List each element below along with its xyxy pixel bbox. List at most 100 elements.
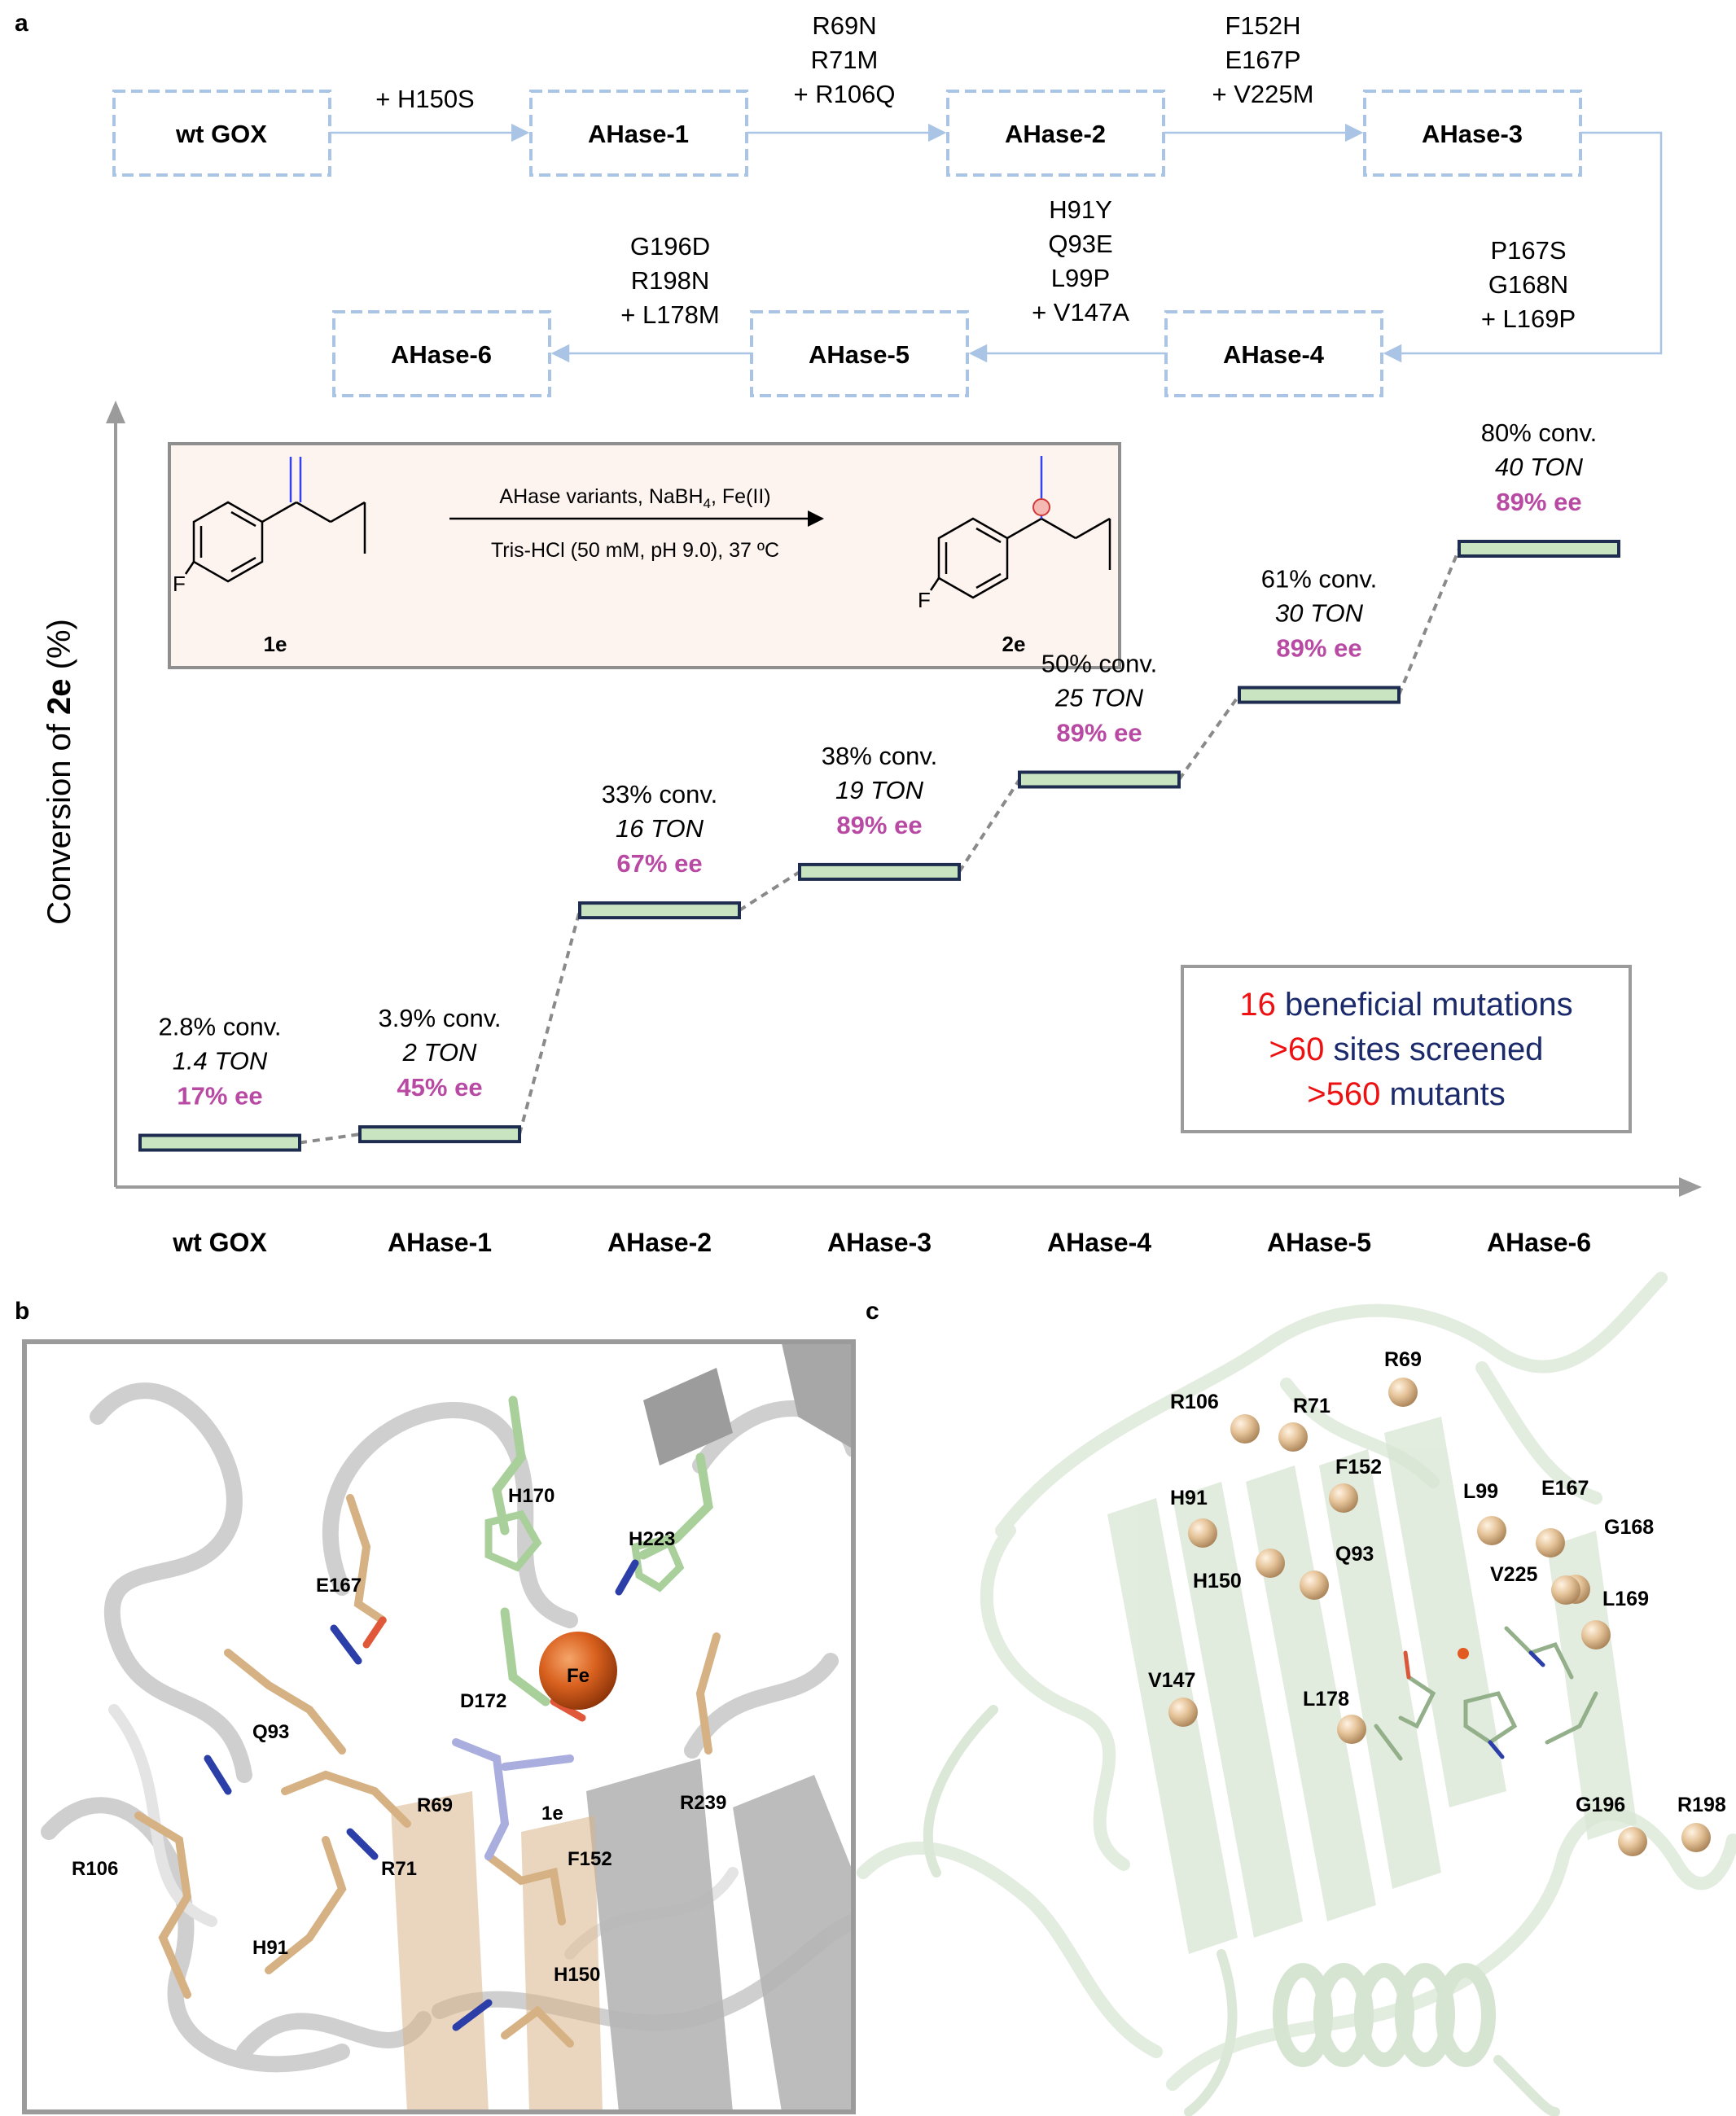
mutation-label: + V147A	[1032, 298, 1129, 326]
pathway-node-ahase-6: AHase-6	[332, 310, 551, 397]
pathway: wt GOX AHase-1 AHase-2 AHase-3 AHase-4 A…	[112, 11, 1663, 397]
x-tick-label: AHase-5	[1267, 1228, 1371, 1257]
residue-label-r71: R71	[381, 1858, 417, 1880]
site-label-r69: R69	[1384, 1348, 1422, 1371]
site-bead	[1188, 1518, 1217, 1548]
trend-connector	[1177, 694, 1241, 781]
site-bead	[1329, 1483, 1358, 1513]
residue-label-d172: D172	[460, 1690, 506, 1712]
mutation-sites	[1168, 1378, 1711, 1856]
trend-connector	[299, 1132, 361, 1145]
pathway-node-ahase-1: AHase-1	[529, 90, 748, 177]
mutation-label: L99P	[1051, 264, 1110, 292]
mutation-label: R71M	[811, 46, 879, 74]
pathway-node-ahase-5: AHase-5	[750, 310, 969, 397]
site-label-l178: L178	[1303, 1688, 1349, 1711]
product-label: 2e	[1002, 632, 1026, 656]
chart-axes	[106, 401, 1702, 1197]
mutation-label: + L178M	[620, 300, 720, 329]
mutation-label: P167S	[1490, 236, 1566, 265]
ton-label: 40 TON	[1495, 453, 1584, 481]
panel-c-letter: c	[866, 1298, 879, 1325]
trend-connector	[518, 909, 581, 1135]
fluorine-label: F	[173, 572, 186, 596]
step-5-mutations: H91Y Q93E L99P + V147A	[1032, 195, 1129, 326]
pathway-node-ahase-4: AHase-4	[1164, 310, 1383, 397]
fluorine-label: F	[918, 588, 931, 612]
pathway-node-label: wt GOX	[175, 120, 267, 148]
residue-label-h91: H91	[252, 1937, 288, 1959]
site-bead	[1581, 1620, 1611, 1649]
site-bead	[1278, 1422, 1308, 1452]
site-label-r106: R106	[1170, 1391, 1219, 1413]
ton-label: 25 TON	[1054, 684, 1144, 712]
ee-label: 89% ee	[836, 811, 922, 839]
conversion-bar	[358, 1125, 521, 1144]
pathway-node-label: AHase-3	[1422, 120, 1523, 148]
fe-label: Fe	[567, 1665, 590, 1687]
mutation-label: E167P	[1225, 46, 1300, 74]
summary-line-mutants: >560 mutants	[1307, 1076, 1506, 1112]
step-4-mutations: P167S G168N + L169P	[1481, 236, 1576, 333]
site-label-g168: G168	[1604, 1516, 1654, 1539]
ton-label: 1.4 TON	[173, 1047, 268, 1076]
residue-label-h170: H170	[508, 1485, 555, 1507]
site-bead	[1337, 1715, 1366, 1744]
site-label-v147: V147	[1148, 1669, 1195, 1692]
trend-connector	[1397, 548, 1461, 696]
ee-label: 89% ee	[1056, 719, 1142, 747]
mutation-label: Q93E	[1048, 230, 1112, 258]
mutation-label: + R106Q	[794, 80, 896, 108]
panel-a-letter: a	[15, 10, 28, 37]
ton-label: 2 TON	[402, 1038, 477, 1067]
step-6-mutations: G196D R198N + L178M	[620, 232, 720, 329]
step-1-mutations: + H150S	[375, 85, 475, 113]
conversion-bar	[1018, 770, 1181, 789]
ligand-label-1e: 1e	[541, 1803, 563, 1825]
conversion-bar	[578, 901, 741, 920]
residue-label-h150: H150	[554, 1964, 600, 1986]
site-bead	[1477, 1516, 1506, 1545]
site-bead	[1388, 1378, 1418, 1407]
site-label-h91: H91	[1170, 1487, 1208, 1509]
summary-box: 16 beneficial mutations >60 sites screen…	[1181, 965, 1632, 1133]
product-structure	[929, 456, 1111, 599]
ton-label: 30 TON	[1275, 599, 1364, 628]
active-site-structure: H170 H223 E167 Fe D172 Q93 R69 R239 1e R…	[22, 1339, 856, 2114]
pathway-node-ahase-2: AHase-2	[946, 90, 1165, 177]
pathway-node-wt-gox: wt GOX	[112, 90, 331, 177]
conversion-label: 50% conv.	[1041, 650, 1157, 678]
site-label-l99: L99	[1463, 1480, 1498, 1503]
trend-connector	[958, 778, 1021, 873]
site-label-g196: G196	[1576, 1794, 1625, 1816]
ton-label: 16 TON	[616, 814, 704, 843]
site-label-f152: F152	[1335, 1456, 1382, 1479]
step-3-mutations: F152H E167P + V225M	[1212, 11, 1314, 108]
mutation-label: + H150S	[375, 85, 475, 113]
residue-label-r239: R239	[680, 1792, 726, 1814]
conversion-label: 2.8% conv.	[158, 1013, 281, 1041]
site-label-h150: H150	[1193, 1570, 1242, 1592]
x-tick-label: AHase-6	[1487, 1228, 1591, 1257]
site-label-r71: R71	[1293, 1395, 1330, 1417]
residue-label-q93: Q93	[252, 1721, 289, 1743]
pathway-node-label: AHase-6	[391, 340, 492, 369]
site-bead	[1551, 1575, 1580, 1605]
residue-label-f152: F152	[568, 1848, 612, 1870]
mutation-label: G168N	[1488, 270, 1568, 299]
ee-label: 45% ee	[397, 1073, 482, 1102]
summary-line-sites: >60 sites screened	[1269, 1032, 1544, 1067]
site-label-v225: V225	[1490, 1563, 1537, 1586]
site-bead	[1168, 1698, 1198, 1727]
step-2-mutations: R69N R71M + R106Q	[794, 11, 896, 108]
conversion-bar	[798, 862, 961, 881]
ton-label: 19 TON	[835, 776, 924, 804]
substrate-label: 1e	[264, 632, 287, 656]
y-axis-label: Conversion of 2e (%)	[42, 619, 77, 925]
site-bead	[1256, 1549, 1285, 1578]
conversion-label: 33% conv.	[602, 780, 717, 808]
ee-label: 89% ee	[1496, 488, 1581, 516]
x-tick-label: AHase-2	[607, 1228, 712, 1257]
